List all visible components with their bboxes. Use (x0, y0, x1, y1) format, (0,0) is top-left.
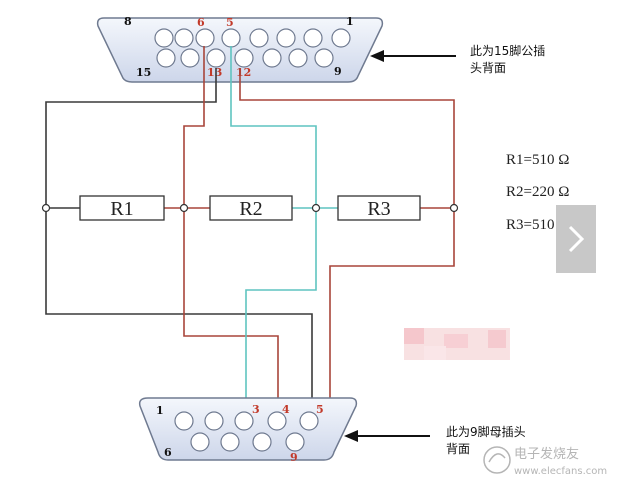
resistor-r2 (209, 195, 293, 221)
next-image-button[interactable] (556, 205, 596, 273)
chevron-right-icon (568, 225, 585, 253)
connector-9pin: 1 3 4 5 6 9 (138, 397, 358, 464)
wires (45, 46, 455, 443)
wire-black (45, 68, 313, 402)
note-9pin-line2: 背面 (446, 442, 470, 456)
arrow-head-9pin (344, 430, 358, 442)
watermark: 电子发烧友 www.elecfans.com (483, 446, 607, 477)
node-r2-r3 (311, 203, 321, 213)
note-9pin-line1: 此为9脚母插头 (446, 424, 526, 439)
pin-label-15: 15 (136, 66, 151, 79)
note-15pin-line2: 头背面 (470, 61, 506, 75)
pin9-label-6: 6 (164, 446, 172, 459)
blurred-mosaic (404, 328, 510, 360)
pin-label-6: 6 (197, 16, 205, 29)
resistor-r3-label: R3 (367, 198, 390, 220)
wire-red-pin6 (183, 46, 279, 402)
node-r1-r2 (179, 203, 189, 213)
watermark-logo-icon (483, 446, 511, 474)
legend-r2: R2=220 Ω (506, 184, 569, 200)
pin-label-12: 12 (236, 66, 251, 79)
note-15pin-line1: 此为15脚公插 (470, 43, 545, 58)
connector-15pin: 8 6 5 1 15 13 12 9 (96, 15, 384, 83)
pin9-label-5: 5 (316, 403, 324, 416)
junction-nodes (41, 203, 459, 213)
pin9-label-3: 3 (252, 403, 260, 416)
node-right (449, 203, 459, 213)
resistor-r3 (337, 195, 421, 221)
resistor-r1 (79, 195, 165, 221)
pin9-label-1: 1 (156, 404, 164, 417)
note-9pin: 此为9脚母插头 背面 (344, 424, 526, 456)
connector-9pin-pins (174, 411, 319, 452)
connector-15pin-pins (154, 28, 351, 68)
note-15pin: 此为15脚公插 头背面 (370, 43, 545, 75)
pin-label-5: 5 (226, 16, 234, 29)
pin-label-9: 9 (334, 65, 342, 78)
watermark-site: www.elecfans.com (514, 466, 607, 477)
resistors: R1 R2 R3 (79, 195, 421, 221)
pin-label-1: 1 (346, 15, 354, 28)
resistor-r2-label: R2 (239, 198, 262, 220)
pin9-label-4: 4 (282, 403, 290, 416)
pin-label-13: 13 (207, 66, 222, 79)
arrow-head-15pin (370, 50, 384, 62)
node-left (41, 203, 51, 213)
resistor-r1-label: R1 (110, 198, 133, 220)
legend-r3: R3=510 Ω (506, 217, 569, 233)
legend-r1: R1=510 Ω (506, 152, 569, 168)
pin-label-8: 8 (124, 15, 132, 28)
pin9-label-9: 9 (290, 451, 298, 464)
wire-red-pin12 (239, 68, 455, 443)
watermark-text: 电子发烧友 (514, 446, 579, 462)
resistor-values-legend: R1=510 Ω R2=220 Ω R3=510 Ω (506, 152, 569, 233)
